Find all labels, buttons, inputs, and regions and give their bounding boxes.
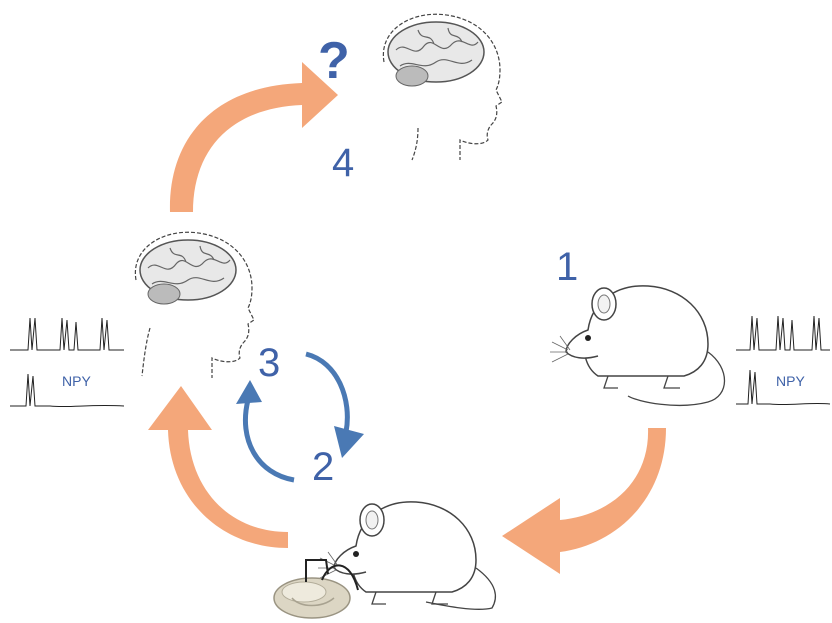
step-2-label: 2 (312, 445, 334, 489)
npy-label-left: NPY (62, 373, 91, 389)
orange-arrow-right (502, 428, 666, 574)
step-3-label: 3 (258, 341, 280, 385)
mouse-icon (550, 286, 725, 406)
step-1-label: 1 (556, 245, 578, 289)
question-mark-label: ? (318, 32, 350, 90)
human-head-brain-icon (383, 14, 502, 160)
spike-trace-icon (736, 316, 830, 405)
spike-trace-icon (10, 318, 124, 407)
step-4-label: 4 (332, 141, 354, 185)
orange-arrow-top (170, 62, 338, 212)
npy-label-right: NPY (776, 373, 805, 389)
blue-arrow-down (306, 354, 347, 432)
blue-arrow-down-head (334, 426, 364, 458)
human-head-brain-icon (135, 232, 254, 378)
blue-arrow-up (245, 400, 294, 480)
